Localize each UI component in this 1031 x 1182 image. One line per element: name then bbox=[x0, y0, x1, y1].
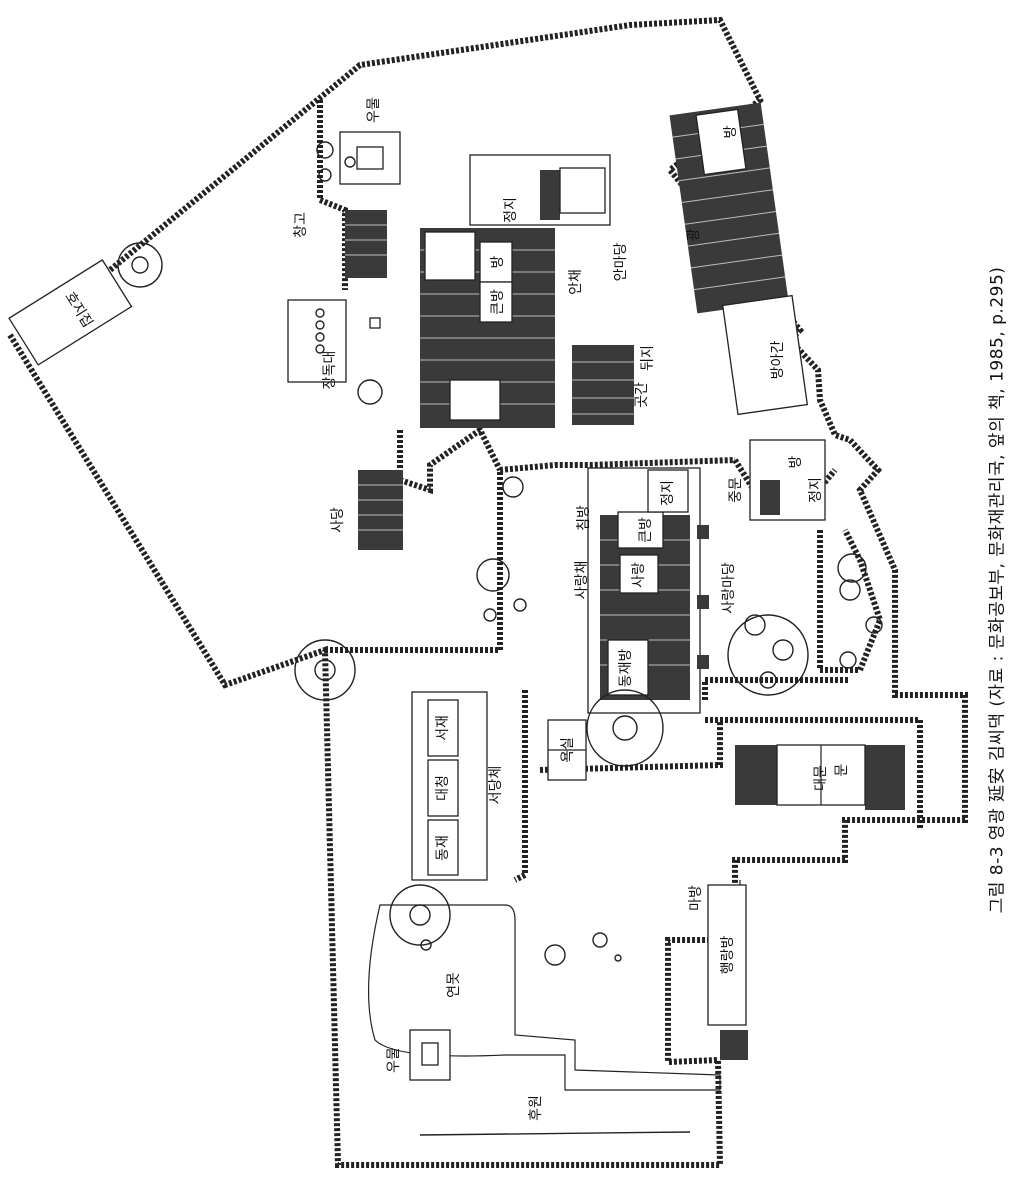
label-umul-top: 우물 bbox=[366, 97, 382, 123]
trees bbox=[117, 141, 883, 966]
label-gotgan: 곳간 bbox=[634, 382, 650, 408]
figure-caption: 그림 8-3 영광 延安 김씨댁 (자료 : 문화공보부, 문화재관리국, 앞의… bbox=[987, 266, 1008, 914]
label-bang-mid: 방 bbox=[788, 455, 804, 468]
sadang-roof bbox=[358, 470, 403, 550]
label-umul-bottom: 우물 bbox=[386, 1047, 402, 1073]
gotgan-roof bbox=[572, 345, 634, 425]
label-keunbang-sarang: 큰방 bbox=[638, 517, 654, 543]
label-jungmun: 중문 bbox=[728, 477, 744, 503]
label-sadang: 사당 bbox=[330, 507, 346, 533]
gate-left-roof bbox=[735, 745, 777, 805]
label-yeonmot: 연못 bbox=[446, 972, 462, 998]
well-top bbox=[339, 131, 401, 185]
hojijip-box bbox=[8, 259, 133, 366]
label-keunbang: 큰방 bbox=[490, 289, 506, 315]
label-daemun: 대문 bbox=[813, 765, 829, 791]
bangagan-room bbox=[721, 294, 809, 416]
gwang-bang-room bbox=[695, 108, 747, 176]
label-seojae: 서재 bbox=[435, 715, 451, 741]
gate-right-roof bbox=[865, 745, 905, 810]
label-mabang: 마방 bbox=[688, 885, 704, 911]
label-jeonggi-top: 정지 bbox=[503, 197, 519, 223]
well-bottom bbox=[409, 1029, 451, 1081]
sarang-room bbox=[619, 554, 659, 594]
sarang-keunbang bbox=[617, 511, 664, 549]
label-changgo: 창고 bbox=[293, 212, 309, 238]
anche-room-bang bbox=[479, 241, 513, 283]
label-sarang: 사랑 bbox=[631, 562, 647, 588]
label-gwang: 광 bbox=[686, 228, 702, 241]
label-dongjae: 동재 bbox=[435, 835, 451, 861]
label-anmadang: 안마당 bbox=[613, 243, 629, 282]
label-sarangche: 사랑채 bbox=[574, 561, 590, 600]
inner-wall-south bbox=[539, 720, 723, 773]
inner-wall-gate bbox=[705, 717, 923, 830]
haengnangbang-building bbox=[707, 884, 747, 1026]
label-daecheong: 대청 bbox=[435, 775, 451, 801]
label-jeongwon: 후원 bbox=[528, 1095, 544, 1121]
dongjaebang-room bbox=[607, 639, 649, 696]
label-sarangmadang: 사랑마당 bbox=[721, 562, 737, 614]
label-dwitji: 뒤지 bbox=[640, 345, 656, 371]
label-jangdokdae: 장독대 bbox=[322, 351, 338, 390]
label-yoksil: 욕실 bbox=[560, 737, 576, 763]
inner-wall-umul bbox=[317, 100, 348, 290]
inner-wall-seodang bbox=[513, 690, 528, 883]
label-jeonggi-right: 정지 bbox=[808, 477, 824, 503]
jangdokdae-area bbox=[287, 299, 347, 383]
label-jeonggi-mid: 정지 bbox=[660, 480, 676, 506]
label-haengnangbang: 행랑방 bbox=[720, 936, 736, 975]
label-bang-top: 방 bbox=[490, 255, 506, 268]
label-bangagan: 방아간 bbox=[770, 341, 786, 380]
label-seodangche: 서당체 bbox=[488, 766, 504, 805]
label-chimbang: 침방 bbox=[576, 505, 592, 531]
label-anche: 안채 bbox=[568, 269, 584, 295]
label-mun: 문 bbox=[834, 763, 850, 776]
label-dongjaebang: 동재방 bbox=[618, 649, 634, 688]
inner-wall-yard bbox=[702, 677, 850, 700]
inner-wall-sarang bbox=[325, 457, 736, 653]
inner-wall-sadang bbox=[397, 425, 503, 495]
anche-room-keunbang bbox=[479, 281, 513, 323]
anche-room-top bbox=[424, 231, 476, 281]
changgo-roof bbox=[345, 210, 387, 278]
label-bang-right: 방 bbox=[723, 125, 739, 138]
sarang-jeonggi bbox=[647, 469, 689, 513]
anche-room-bottom bbox=[449, 379, 501, 421]
